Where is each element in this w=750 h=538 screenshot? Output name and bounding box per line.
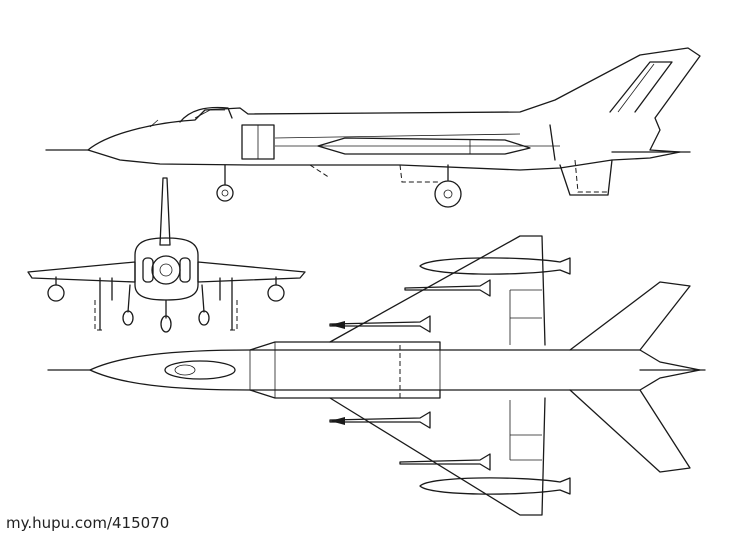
front-view bbox=[27, 177, 306, 333]
side-view bbox=[45, 47, 701, 208]
plan-view bbox=[47, 235, 706, 516]
watermark-text: my.hupu.com/415070 bbox=[6, 514, 170, 532]
